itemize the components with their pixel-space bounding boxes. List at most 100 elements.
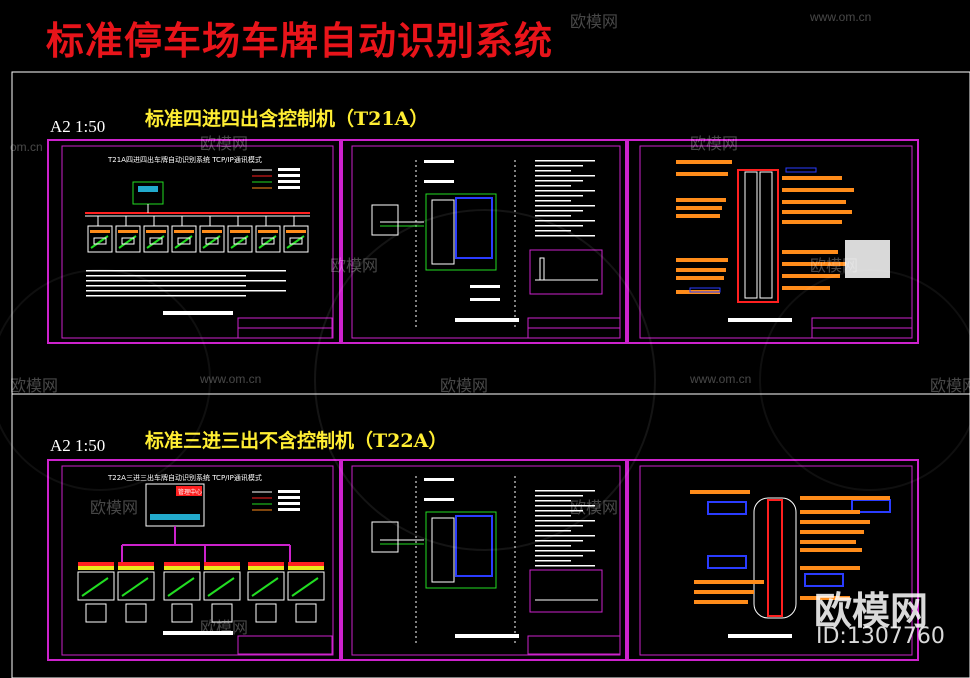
spec-line — [535, 160, 595, 162]
camera-shape — [177, 237, 191, 245]
lane-module — [87, 225, 113, 253]
section-2-frame — [11, 393, 970, 678]
spec-line — [535, 550, 595, 552]
sheet-1-wiring — [627, 139, 919, 344]
lane-module — [227, 225, 253, 253]
cable-bar — [782, 210, 852, 214]
camera-shape — [171, 603, 193, 623]
cable-bar — [782, 274, 840, 278]
cable-bar — [800, 566, 860, 570]
spec-line — [535, 515, 571, 517]
sheet-2-wiring — [627, 459, 919, 661]
cable-bar — [689, 287, 721, 293]
camera-shape — [85, 603, 107, 623]
cable-bar — [676, 214, 720, 218]
camera-shape — [121, 237, 135, 245]
lane-led — [118, 230, 138, 233]
spec-line — [535, 520, 595, 522]
cable-bar — [676, 276, 724, 280]
cable-bar — [782, 286, 830, 290]
section-1-title: 标准四进四出含控制机（T21A） — [145, 108, 429, 130]
lane-led — [174, 230, 194, 233]
spec-line — [535, 490, 595, 492]
note-line — [86, 295, 246, 297]
watermark-id: ID:1307760 — [816, 624, 945, 649]
cable-bar — [676, 160, 732, 164]
spec-line — [535, 235, 595, 237]
cable-bar — [800, 540, 856, 544]
lane-led — [202, 230, 222, 233]
lane-led — [78, 566, 114, 570]
cad-line — [81, 577, 109, 597]
spec-line — [535, 535, 595, 537]
spec-line — [535, 170, 571, 172]
spec-line — [535, 205, 595, 207]
lane-led — [248, 566, 284, 570]
spec-line — [535, 565, 595, 567]
cable-bar — [676, 268, 726, 272]
cable-bar — [800, 530, 864, 534]
note-line — [86, 280, 286, 282]
spec-line — [535, 500, 571, 502]
center-label: 管理中心 — [178, 488, 202, 496]
lane-led — [288, 566, 324, 570]
cad-line — [207, 577, 235, 597]
camera-shape — [261, 237, 275, 245]
spec-line — [535, 200, 571, 202]
watermark-brand: 欧模网 — [330, 258, 379, 275]
cable-bar — [676, 172, 728, 176]
watermark-ring — [0, 269, 211, 491]
lane-module — [117, 571, 155, 601]
spec-line — [535, 175, 595, 177]
cable-bar — [676, 206, 722, 210]
cable-bar — [694, 590, 754, 594]
lane-led — [258, 230, 278, 233]
lane-module — [255, 225, 281, 253]
note-line — [86, 275, 246, 277]
spec-line — [535, 530, 571, 532]
watermark-brand: 欧模网 — [810, 258, 859, 275]
watermark-brand: 欧模网 — [200, 136, 249, 153]
cad-line — [251, 577, 279, 597]
camera-shape — [255, 603, 277, 623]
cad-line — [291, 577, 319, 597]
note-line — [86, 285, 246, 287]
spec-line — [535, 495, 583, 497]
spec-line — [535, 180, 583, 182]
sheet-2-layout — [341, 459, 627, 661]
sheet-2-heading: T22A三进三出车牌自动识别系统 TCP/IP通讯模式 — [107, 473, 262, 482]
watermark-ring — [314, 209, 656, 551]
camera-shape — [289, 237, 303, 245]
spec-line — [535, 230, 571, 232]
sheet-1-layout — [341, 139, 627, 344]
cable-bar — [690, 490, 750, 494]
spec-line — [535, 220, 595, 222]
cable-bar — [800, 510, 860, 514]
camera-shape — [211, 603, 233, 623]
lane-led — [118, 566, 154, 570]
watermark-domain: www.om.cn — [810, 10, 872, 24]
watermark-brand: 欧模网 — [200, 620, 249, 637]
spec-line — [535, 225, 583, 227]
cable-bar — [782, 220, 842, 224]
watermark-brand: 欧模网 — [570, 14, 619, 31]
section-1-scale: A2 1:50 — [50, 117, 106, 136]
cable-bar — [800, 548, 862, 552]
lane-led — [78, 562, 114, 566]
watermark-domain: om.cn — [10, 140, 43, 154]
watermark-brand: 欧模网 — [570, 500, 619, 517]
lane-led — [248, 562, 284, 566]
lane-led — [90, 230, 110, 233]
camera-shape — [125, 603, 147, 623]
watermark-ring — [759, 269, 970, 491]
lane-led — [288, 562, 324, 566]
watermark-brand: 欧模网 — [690, 136, 739, 153]
lane-module — [247, 571, 285, 601]
camera-shape — [93, 237, 107, 245]
camera-shape — [149, 237, 163, 245]
lane-led — [164, 562, 200, 566]
note-line — [86, 270, 286, 272]
camera-shape — [205, 237, 219, 245]
